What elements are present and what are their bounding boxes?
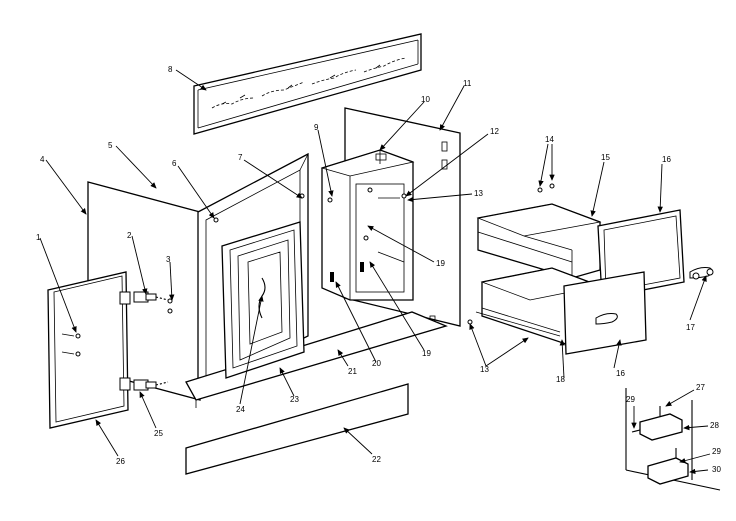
drawer-pull-hardware bbox=[689, 267, 714, 280]
label-3: 3 bbox=[166, 255, 171, 264]
label-15: 15 bbox=[601, 153, 610, 162]
label-6: 6 bbox=[172, 159, 177, 168]
bracket-inset bbox=[625, 388, 721, 491]
label-26: 26 bbox=[116, 457, 125, 466]
label-7: 7 bbox=[238, 153, 243, 162]
label-13: 13 bbox=[474, 189, 483, 198]
label-24: 24 bbox=[236, 405, 245, 414]
label-29-second: 29 bbox=[712, 447, 721, 456]
label-8: 8 bbox=[168, 65, 173, 74]
upper-drawer-part bbox=[476, 203, 602, 279]
label-25: 25 bbox=[154, 429, 163, 438]
label-10: 10 bbox=[421, 95, 430, 104]
label-19-second: 19 bbox=[422, 349, 431, 358]
label-17: 17 bbox=[686, 323, 695, 332]
label-13-second: 13 bbox=[480, 365, 489, 374]
label-21: 21 bbox=[348, 367, 357, 376]
bottom-shelf-part bbox=[185, 311, 448, 408]
center-door-part bbox=[221, 221, 305, 379]
label-22: 22 bbox=[372, 455, 381, 464]
label-9: 9 bbox=[314, 123, 319, 132]
label-30: 30 bbox=[712, 465, 721, 474]
toe-kick-part bbox=[185, 383, 409, 475]
label-28: 28 bbox=[710, 421, 719, 430]
label-14: 14 bbox=[545, 135, 554, 144]
label-12: 12 bbox=[490, 127, 499, 136]
label-5: 5 bbox=[108, 141, 113, 150]
part-labels: 8 4 5 1 2 3 6 7 9 10 11 12 13 14 15 16 1… bbox=[36, 65, 721, 474]
label-4: 4 bbox=[40, 155, 45, 164]
label-29: 29 bbox=[626, 395, 635, 404]
label-16-second: 16 bbox=[616, 369, 625, 378]
label-27: 27 bbox=[696, 383, 705, 392]
label-16: 16 bbox=[662, 155, 671, 164]
center-frame-part bbox=[320, 149, 415, 301]
label-1: 1 bbox=[36, 233, 41, 242]
label-2: 2 bbox=[127, 231, 132, 240]
lower-drawer-front-part bbox=[563, 271, 647, 355]
hinge-hardware bbox=[133, 291, 173, 391]
label-20: 20 bbox=[372, 359, 381, 368]
leader-lines bbox=[39, 69, 711, 475]
label-23: 23 bbox=[290, 395, 299, 404]
top-rail-part bbox=[193, 33, 422, 135]
label-18: 18 bbox=[556, 375, 565, 384]
left-door-part bbox=[47, 271, 131, 429]
label-19: 19 bbox=[436, 259, 445, 268]
label-11: 11 bbox=[463, 79, 472, 88]
